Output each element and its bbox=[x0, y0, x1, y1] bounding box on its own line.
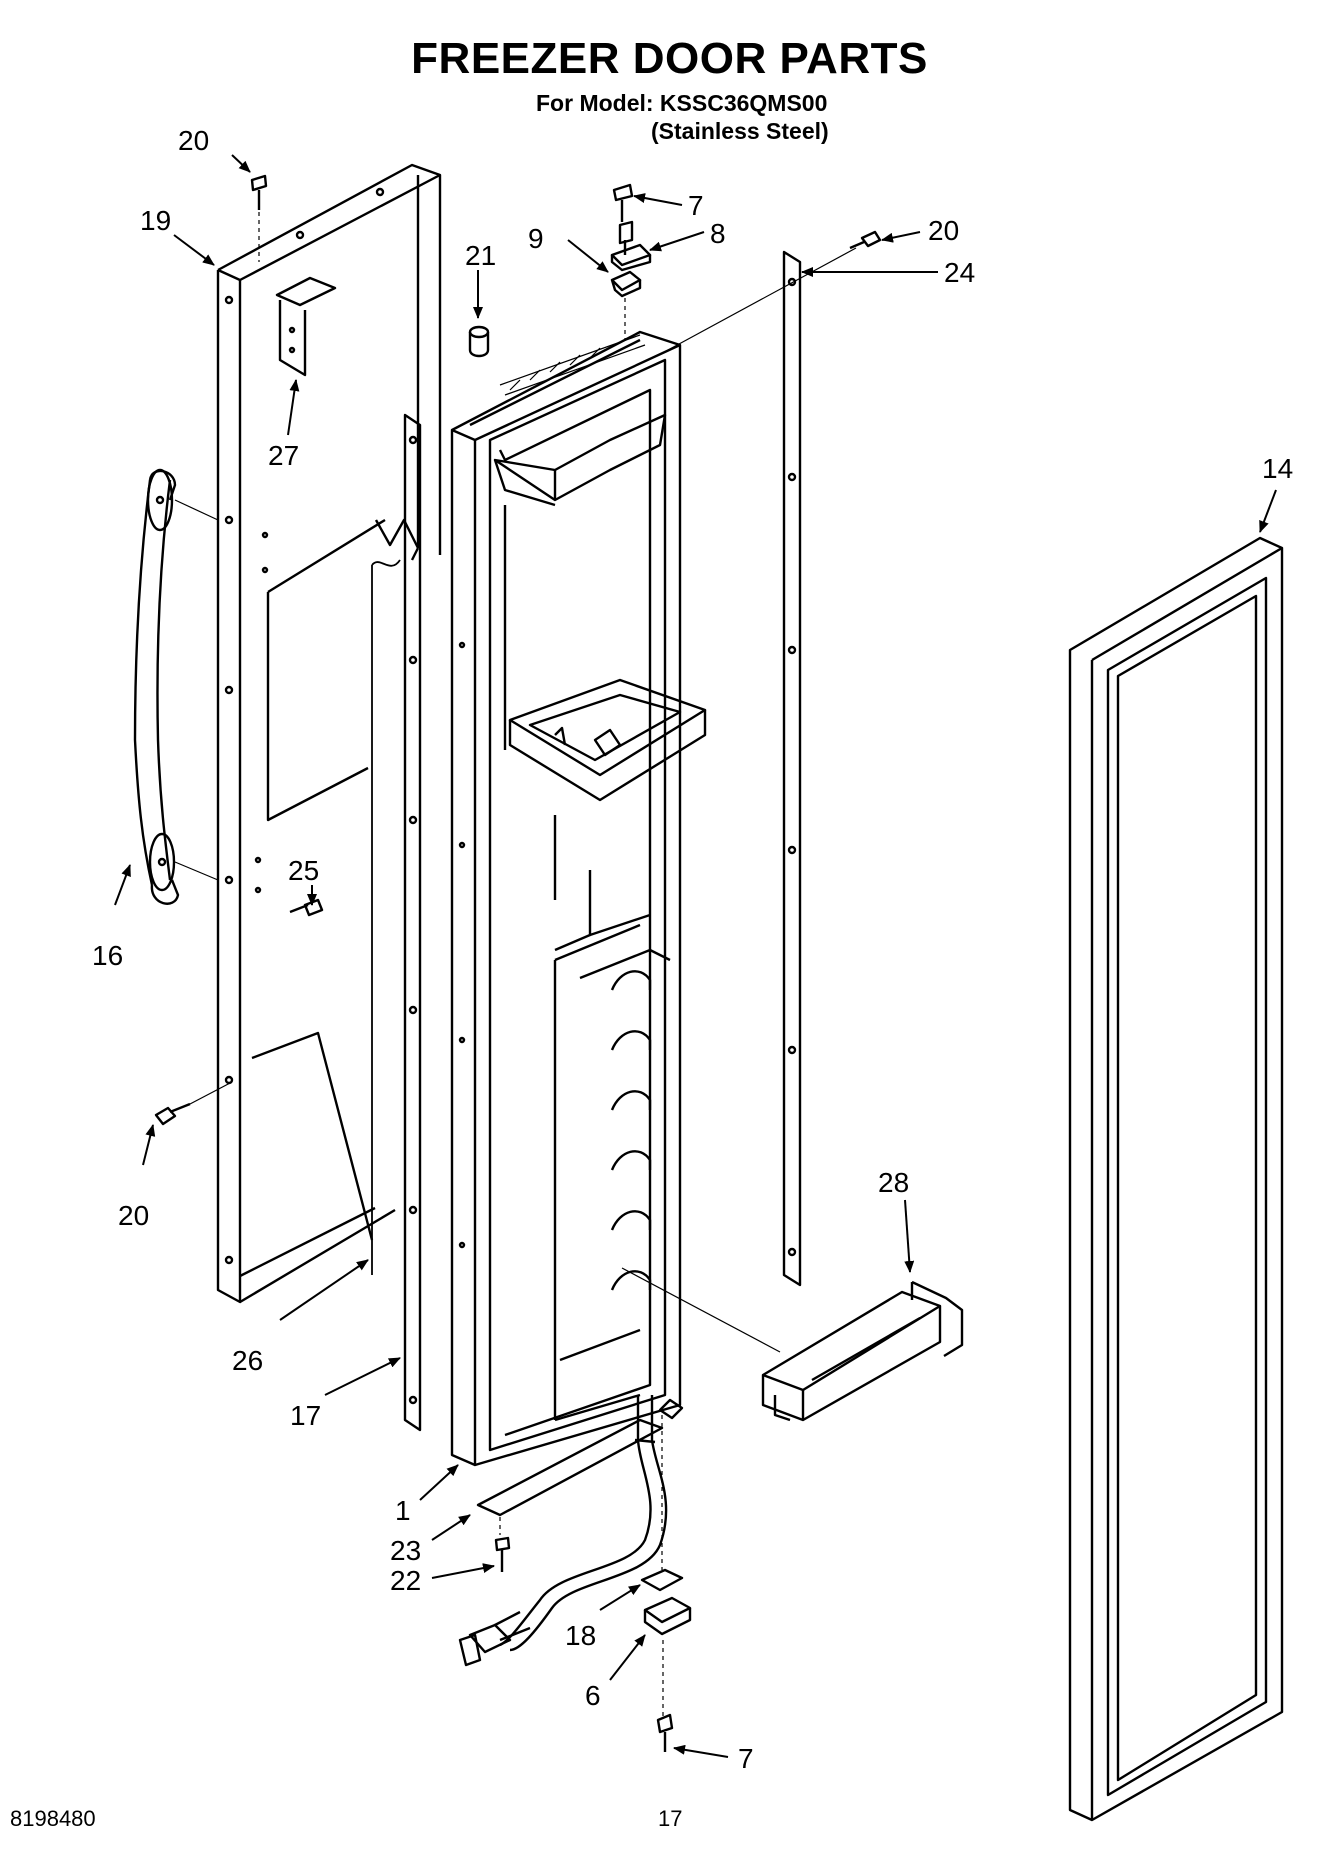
callout-9: 9 bbox=[528, 223, 544, 254]
hinge-screw-7-top bbox=[612, 183, 634, 222]
plug-21 bbox=[468, 325, 490, 358]
leader-20a bbox=[231, 154, 251, 173]
callout-28: 28 bbox=[878, 1167, 909, 1198]
handle-leader-top bbox=[174, 499, 219, 521]
bottom-hinge-6 bbox=[643, 1596, 692, 1636]
screw-20-right bbox=[849, 230, 882, 250]
screw-20-top-left bbox=[250, 174, 268, 210]
callout-22: 22 bbox=[390, 1565, 421, 1596]
leader-28 bbox=[904, 1199, 915, 1273]
bracket-27 bbox=[275, 276, 337, 377]
callout-7b: 7 bbox=[738, 1743, 754, 1774]
hinge-bushing-9 bbox=[610, 270, 642, 298]
model-finish: (Stainless Steel) bbox=[651, 118, 829, 144]
door-bin-28 bbox=[761, 1280, 964, 1422]
callout-18: 18 bbox=[565, 1620, 596, 1651]
callout-7a: 7 bbox=[688, 190, 704, 221]
hinge-pin-8 bbox=[610, 220, 652, 272]
page-title: FREEZER DOOR PARTS bbox=[411, 34, 928, 83]
leader-7a bbox=[633, 193, 683, 206]
leader-9 bbox=[567, 239, 609, 273]
leader-7b bbox=[673, 1744, 729, 1758]
leader-23 bbox=[431, 1514, 471, 1541]
door-panel-19 bbox=[216, 163, 442, 1304]
screw-25 bbox=[289, 898, 324, 917]
callout-14: 14 bbox=[1262, 453, 1293, 484]
leader-17 bbox=[324, 1357, 401, 1396]
callout-24: 24 bbox=[944, 257, 975, 288]
model-number: For Model: KSSC36QMS00 bbox=[536, 90, 828, 116]
leader-22 bbox=[431, 1563, 495, 1579]
callout-19: 19 bbox=[140, 205, 171, 236]
leader-14 bbox=[1259, 489, 1277, 533]
page-number: 17 bbox=[658, 1806, 683, 1831]
gasket-strip-17 bbox=[403, 413, 422, 1432]
handle-leader-bottom bbox=[174, 861, 219, 881]
leader-19 bbox=[173, 234, 215, 266]
leader-26 bbox=[279, 1259, 369, 1321]
leader-1 bbox=[419, 1464, 459, 1501]
callout-1: 1 bbox=[395, 1495, 411, 1526]
callout-21: 21 bbox=[465, 240, 496, 271]
callout-8: 8 bbox=[710, 218, 726, 249]
leader-27 bbox=[287, 379, 300, 436]
bottom-hinge-bracket-23 bbox=[476, 1418, 664, 1517]
leader-16 bbox=[114, 864, 131, 906]
freezer-door-1 bbox=[450, 330, 707, 1467]
trim-strip-24 bbox=[782, 250, 802, 1287]
leader-18 bbox=[599, 1584, 641, 1611]
callout-17: 17 bbox=[290, 1400, 321, 1431]
callout-20a: 20 bbox=[178, 125, 209, 156]
hinge-bracket-small bbox=[658, 1398, 684, 1420]
hinge-shim-18 bbox=[640, 1568, 684, 1592]
leader-20c bbox=[881, 231, 921, 243]
wire-harness bbox=[458, 1395, 668, 1667]
callout-20c: 20 bbox=[928, 215, 959, 246]
leader-20b bbox=[142, 1124, 156, 1166]
callout-20b: 20 bbox=[118, 1200, 149, 1231]
document-number: 8198480 bbox=[10, 1806, 96, 1831]
callout-6: 6 bbox=[585, 1680, 601, 1711]
door-handle-16 bbox=[133, 468, 180, 905]
leader-line-28 bbox=[621, 1267, 781, 1353]
callout-23: 23 bbox=[390, 1535, 421, 1566]
callout-27: 27 bbox=[268, 440, 299, 471]
callout-25: 25 bbox=[288, 855, 319, 886]
callout-16: 16 bbox=[92, 940, 123, 971]
door-gasket-14 bbox=[1068, 536, 1284, 1822]
screw-22 bbox=[494, 1536, 511, 1572]
leader-8 bbox=[649, 231, 705, 252]
callout-26: 26 bbox=[232, 1345, 263, 1376]
screw-20-lower-left bbox=[154, 1102, 191, 1126]
screw-7-bottom bbox=[656, 1713, 674, 1752]
leader-line-24 bbox=[667, 247, 857, 351]
leader-6 bbox=[609, 1634, 646, 1681]
